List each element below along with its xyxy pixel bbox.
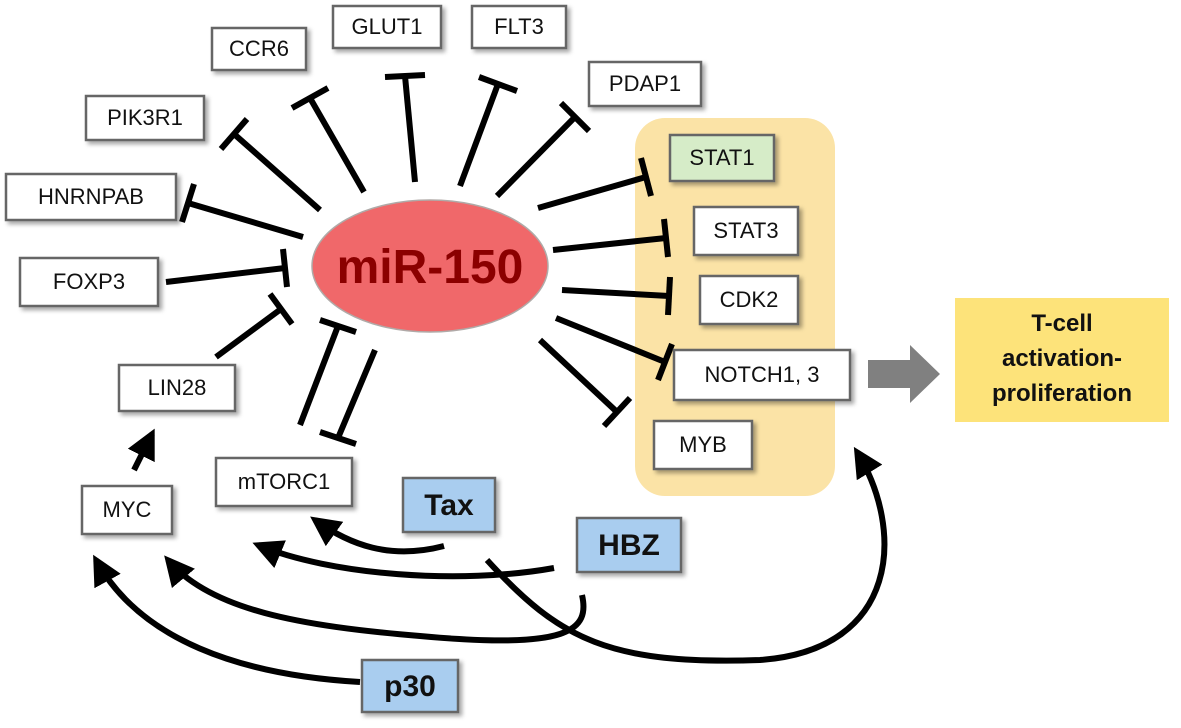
node-flt3: FLT3 [470,4,568,50]
node-p30-label: p30 [384,670,436,703]
edge-cdk2 [561,276,673,316]
outcome-node: T-cell activation- proliferation [955,298,1169,422]
arrow-hbz-to-myc [164,555,587,644]
edge-stat3 [552,218,671,258]
node-pdap1-label: PDAP1 [609,71,681,96]
mir150-label: miR-150 [337,241,524,294]
target-nodes: CCR6 GLUT1 FLT3 PDAP1 PIK3R1 HNRNPAB FOX… [4,4,852,536]
outcome-line3: proliferation [992,380,1132,407]
node-mtorc1: mTORC1 [214,456,354,508]
arrow-p30-to-myc [93,554,361,685]
node-lin28: LIN28 [117,363,237,413]
node-hbz-label: HBZ [598,529,660,562]
node-p30: p30 [360,658,460,714]
arrow-tax-to-panel [484,446,888,664]
arrow-myc-to-lin28 [127,428,155,472]
node-stat3: STAT3 [692,205,800,257]
edge-mtorc1-to-mir150 [297,317,357,427]
edge-ccr6 [290,85,367,194]
edge-flt3 [457,74,519,188]
node-hnrnpab: HNRNPAB [4,172,178,222]
node-flt3-label: FLT3 [494,14,544,39]
node-foxp3-label: FOXP3 [53,269,125,294]
node-tax: Tax [401,476,497,534]
node-myc-label: MYC [103,497,152,522]
node-pik3r1: PIK3R1 [84,94,206,142]
outcome-line1: T-cell [1031,310,1092,337]
edge-mir150-to-mtorc1 [319,348,378,447]
node-stat1: STAT1 [668,133,776,183]
edge-stat1 [537,157,654,211]
node-stat1-label: STAT1 [689,145,754,170]
node-glut1-label: GLUT1 [352,14,423,39]
inhibition-edges [165,72,675,447]
node-lin28-label: LIN28 [148,375,207,400]
viral-nodes: Tax HBZ p30 [360,476,683,714]
edge-pdap1 [494,100,592,199]
node-stat3-label: STAT3 [713,218,778,243]
edge-hnrnpab [179,183,304,240]
edge-notch [554,315,675,382]
activation-arrows [93,428,888,685]
node-notch-label: NOTCH1, 3 [705,362,820,387]
node-ccr6-label: CCR6 [229,36,289,61]
mir150-node [311,199,549,333]
node-pdap1: PDAP1 [587,60,703,108]
arrow-tax-to-mtorc1 [310,516,445,555]
node-foxp3: FOXP3 [18,256,160,308]
node-hbz: HBZ [575,516,683,574]
node-cdk2-label: CDK2 [720,287,779,312]
node-mtorc1-label: mTORC1 [238,469,331,494]
node-hnrnpab-label: HNRNPAB [38,184,144,209]
arrow-hbz-to-mtorc1 [252,540,555,580]
edge-pik3r1 [218,117,322,213]
node-pik3r1-label: PIK3R1 [107,105,183,130]
node-cdk2: CDK2 [698,274,800,326]
outcome-line2: activation- [1002,345,1122,372]
node-glut1: GLUT1 [331,4,443,50]
edge-myb [537,337,633,429]
node-myb-label: MYB [679,432,727,457]
outcome-arrow [868,345,940,403]
node-notch: NOTCH1, 3 [672,348,852,402]
node-tax-label: Tax [424,489,474,522]
node-myb: MYB [652,419,754,471]
edge-foxp3 [165,248,290,288]
node-ccr6: CCR6 [210,26,308,72]
node-myc: MYC [80,484,174,536]
edge-glut1 [384,72,426,183]
edge-lin28 [214,292,295,360]
